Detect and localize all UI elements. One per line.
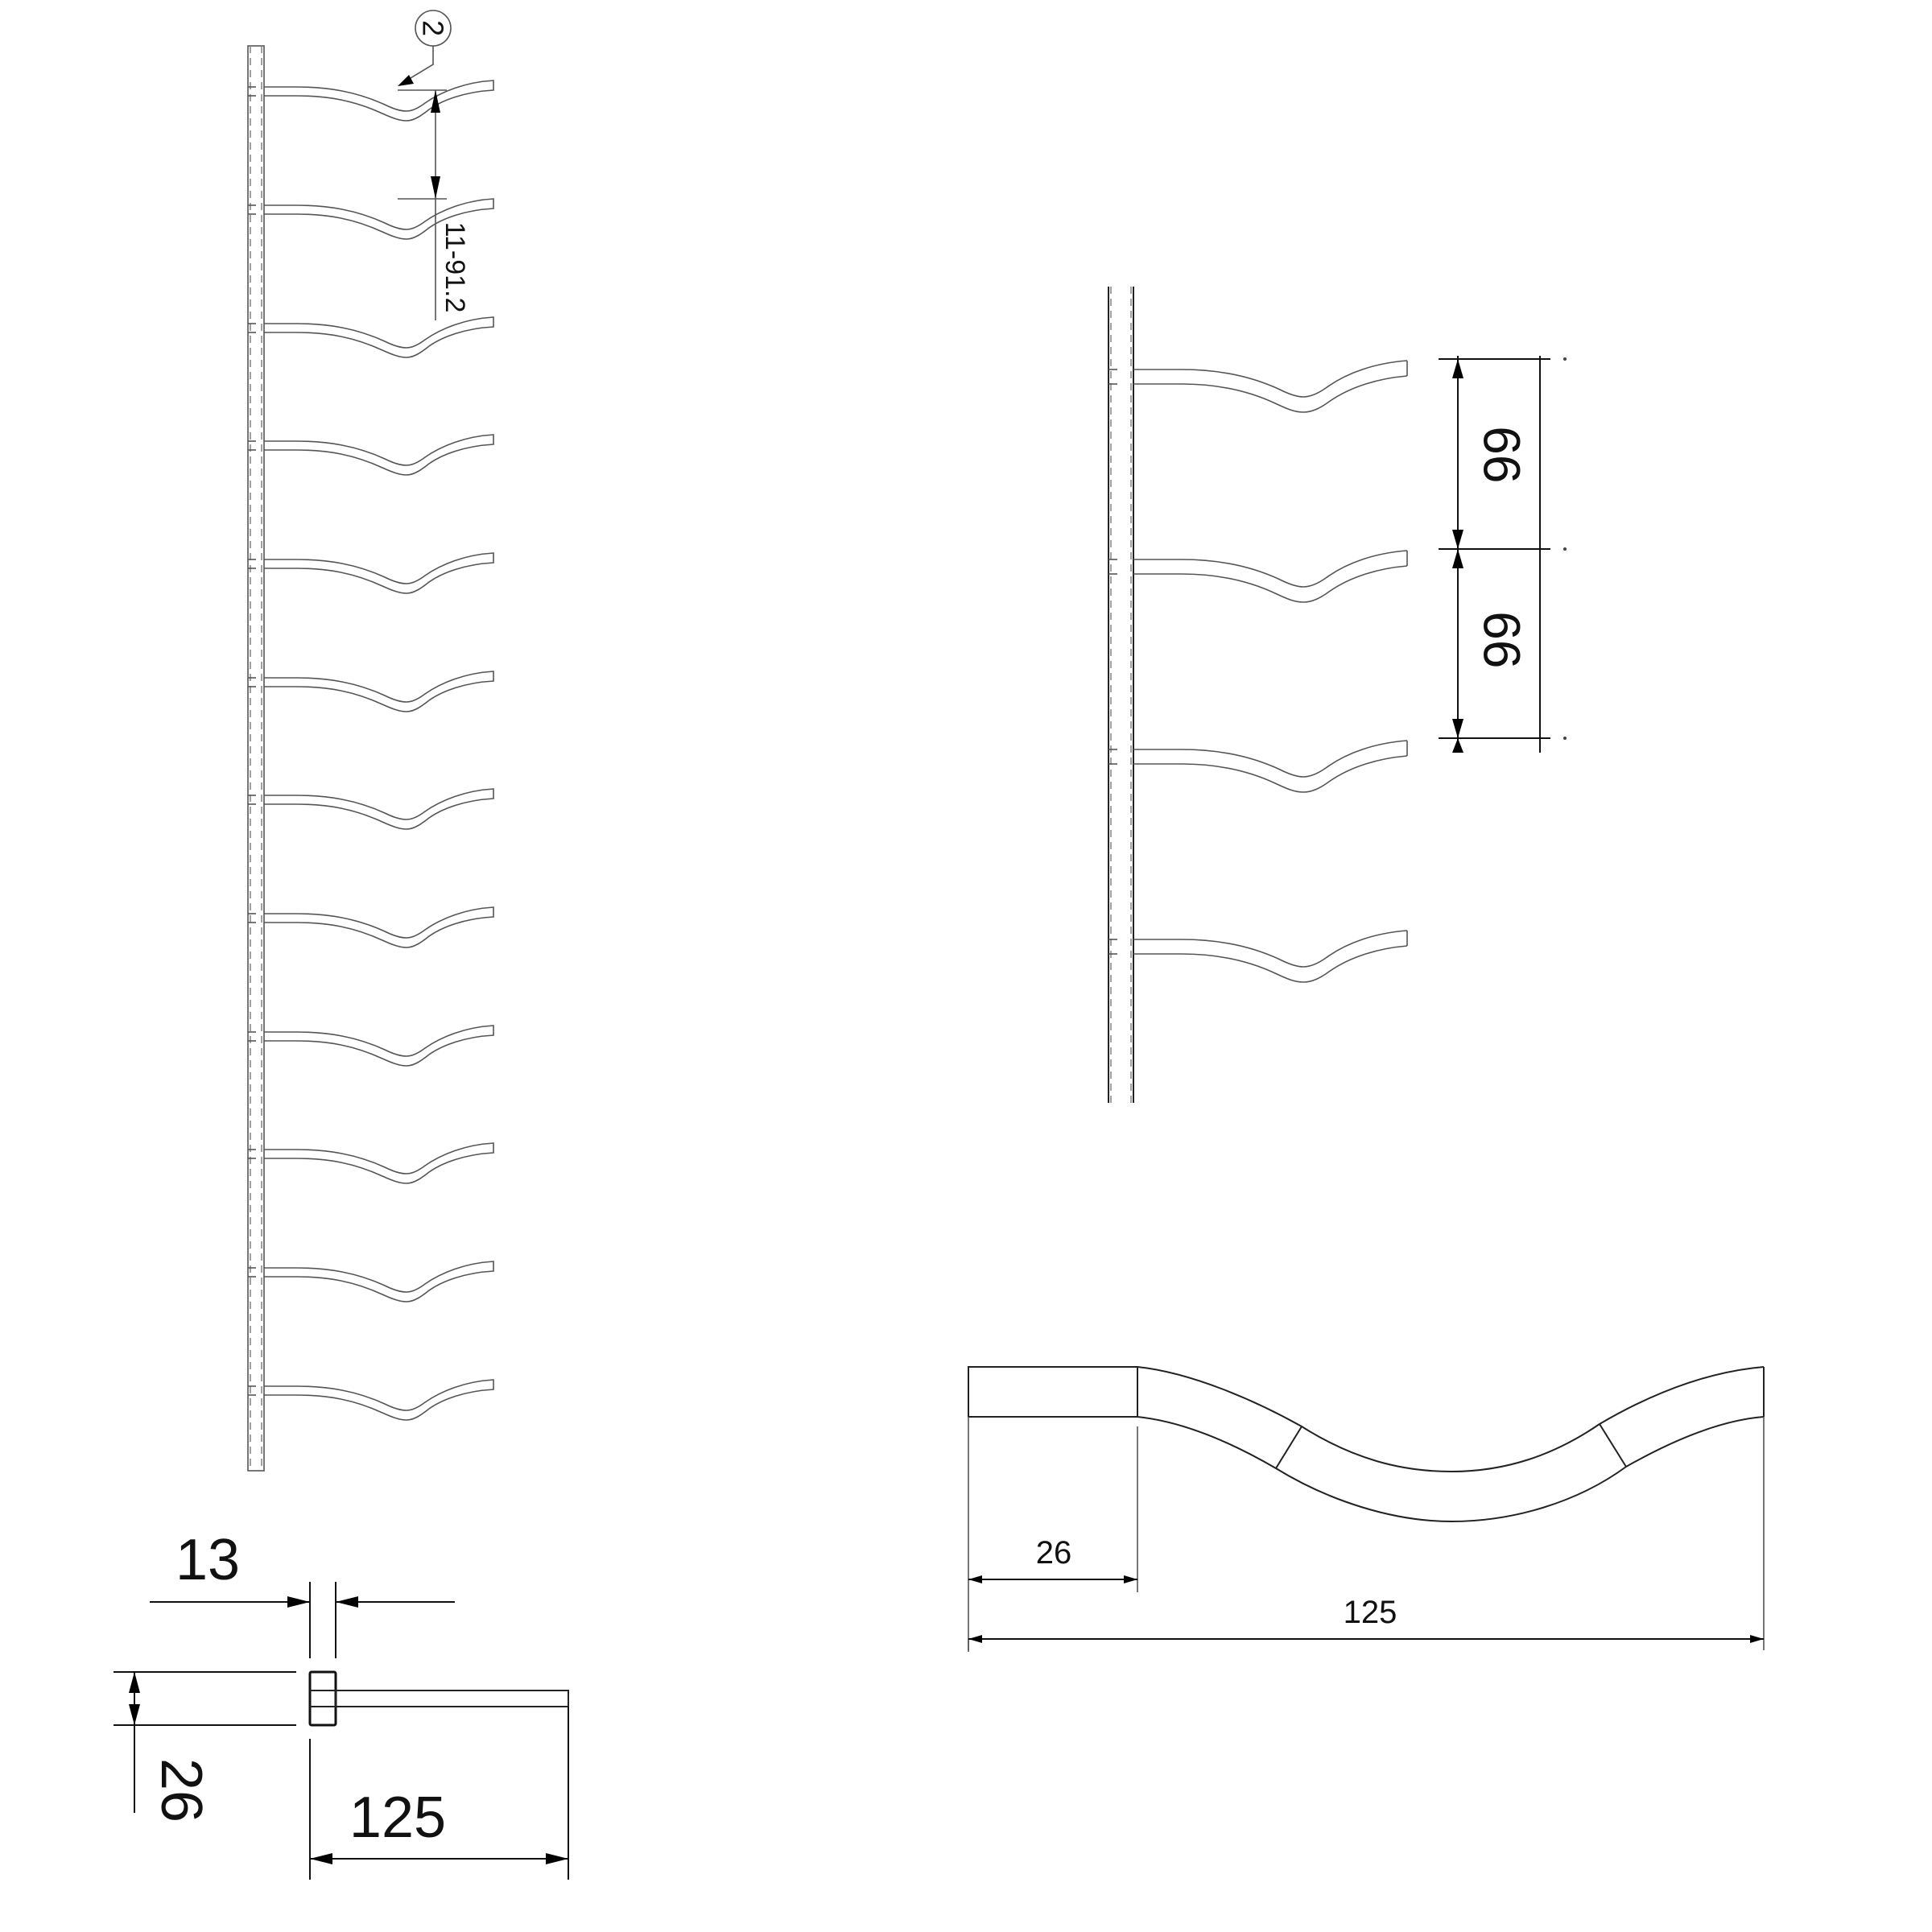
- height-dimension: 26: [114, 1671, 296, 1823]
- pitch-dimension: 11-91.2: [398, 89, 470, 320]
- arm-bar: [335, 1690, 569, 1707]
- callout-balloon: 2: [398, 10, 452, 86]
- arm: [1133, 360, 1408, 413]
- arm-list: [1133, 360, 1408, 983]
- arm: [263, 1142, 494, 1184]
- straight-length-dimension: 26: [968, 1417, 1138, 1650]
- arm: [263, 316, 494, 358]
- total-length-dimension-label: 125: [1344, 1595, 1397, 1630]
- spacing-dimension-label-2: 99: [1473, 611, 1531, 668]
- length-dimension-label: 125: [349, 1785, 446, 1850]
- front-detail-view: 99 99: [1108, 287, 1567, 1103]
- arm: [263, 788, 494, 830]
- width-dimension-label: 13: [175, 1528, 240, 1592]
- arm: [263, 671, 494, 712]
- arm: [1133, 550, 1408, 603]
- pole-section: [308, 1670, 337, 1727]
- arm-straight-segment: [968, 1366, 1138, 1418]
- arm-profile-view: 26 125: [968, 1366, 1765, 1652]
- arm: [1133, 930, 1408, 983]
- arm: [1133, 740, 1408, 793]
- section-view: 13 26 125: [114, 1528, 569, 1880]
- arm: [263, 434, 494, 476]
- wall-pole: [247, 45, 265, 1472]
- spacing-dimensions: 99 99: [1439, 356, 1567, 753]
- arm: [263, 552, 494, 594]
- spacing-dimension-label-1: 99: [1473, 426, 1531, 483]
- total-length-dimension: 125: [968, 1417, 1765, 1652]
- callout-label: 2: [417, 20, 450, 36]
- pitch-dimension-label: 11-91.2: [440, 222, 470, 313]
- width-dimension: 13: [150, 1528, 455, 1658]
- arm: [263, 906, 494, 948]
- length-dimension: 125: [309, 1707, 569, 1880]
- leader-arrow-icon: [398, 75, 414, 86]
- front-full-view: 2 11-91.2: [247, 10, 494, 1472]
- arm-wave-top: [1137, 1366, 1765, 1473]
- straight-length-dimension-label: 26: [1036, 1535, 1072, 1571]
- arm: [263, 1261, 494, 1302]
- arm-wave-bottom: [1137, 1416, 1765, 1523]
- arm: [263, 80, 494, 122]
- height-dimension-label: 26: [149, 1758, 213, 1823]
- arm: [263, 1025, 494, 1067]
- arm: [263, 1379, 494, 1421]
